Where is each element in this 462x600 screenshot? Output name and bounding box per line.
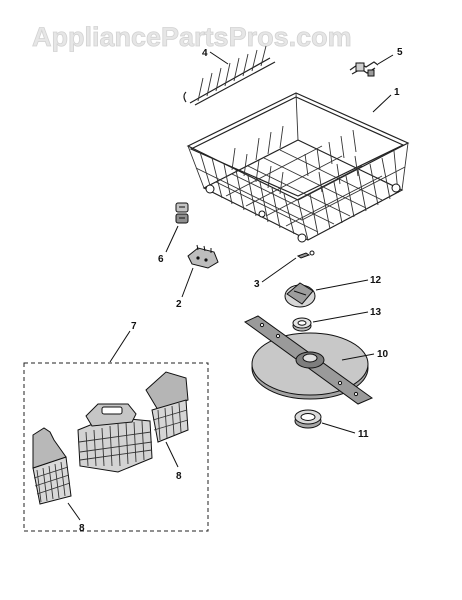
part-3-screw: [296, 250, 315, 259]
site-watermark: AppliancePartsPros.com: [32, 22, 352, 52]
callout-labels: 1 2 3 4 5 6 7 8 8 10 11 12 13: [79, 47, 403, 534]
callout-11: 11: [358, 429, 369, 440]
basket-right: [145, 371, 189, 443]
callout-10: 10: [377, 349, 389, 360]
part-6-wheel-clip: [175, 202, 189, 224]
part-13-bearing-ring: [292, 317, 312, 332]
callout-8-right: 8: [176, 471, 182, 482]
callout-1: 1: [394, 87, 400, 98]
basket-middle: [77, 403, 153, 473]
callout-13: 13: [370, 307, 382, 318]
callout-8-left: 8: [79, 523, 85, 534]
callout-12: 12: [370, 275, 382, 286]
part-10-spray-arm-assembly: [244, 315, 374, 405]
callout-7: 7: [131, 321, 137, 332]
part-7-basket-set: [23, 362, 209, 532]
part-11-seal-ring: [294, 409, 322, 429]
callout-6: 6: [158, 254, 164, 265]
callout-2: 2: [176, 299, 182, 310]
part-5-clip: [349, 61, 379, 77]
callout-5: 5: [397, 47, 403, 58]
part-12-nut: [284, 282, 316, 308]
basket-left: [32, 427, 72, 505]
leader-lines: [67, 51, 394, 521]
callout-4: 4: [202, 48, 208, 59]
part-2-bracket: [187, 244, 219, 269]
part-4-tine-row: [183, 45, 276, 106]
part-1-lower-rack: [186, 92, 410, 243]
callout-3: 3: [254, 279, 260, 290]
